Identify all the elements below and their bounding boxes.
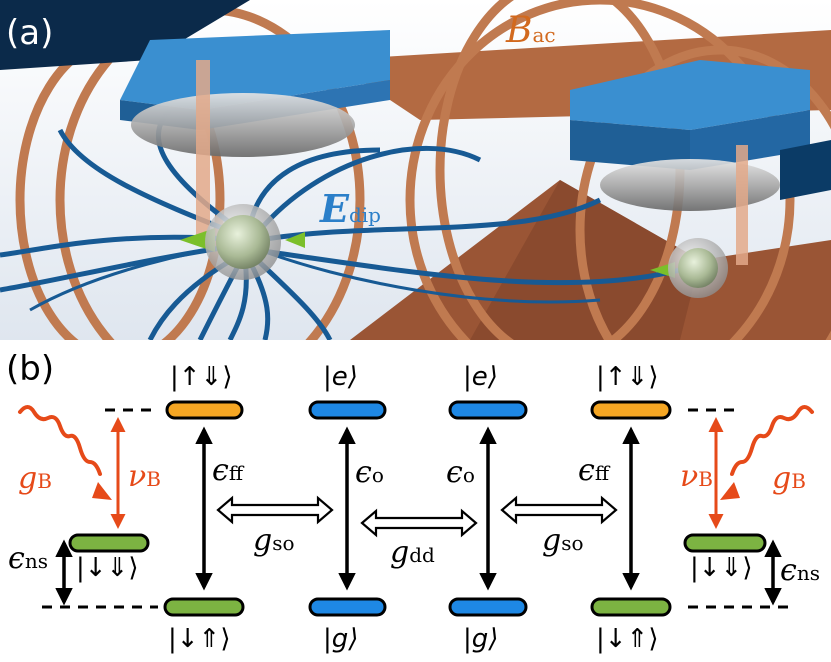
ket-g-right: |g⟩ (463, 624, 498, 654)
level-g-left (308, 597, 387, 617)
label-eps-o-left: ϵo (355, 455, 384, 490)
ket-down-up-right: |↓⇑⟩ (596, 624, 658, 654)
panel-b-energy-diagram: (b) (6, 349, 820, 654)
label-g-dd: gdd (390, 535, 435, 570)
wavy-drive-right (730, 405, 814, 476)
label-eps-ff-right: ϵff (578, 453, 611, 488)
e-dip-label: Edip (319, 186, 381, 231)
label-eps-o-right: ϵo (446, 455, 475, 490)
level-up-down-right (590, 400, 672, 420)
wavy-arrowhead-left (92, 482, 112, 500)
ket-up-down-right: |↑⇓⟩ (596, 362, 658, 392)
label-g-b-right: gB (772, 461, 806, 496)
label-g-so-left: gso (253, 523, 295, 558)
level-down-down-right (683, 533, 767, 553)
ket-up-down-left: |↑⇓⟩ (170, 362, 232, 392)
arrow-g-dd (360, 508, 478, 538)
ket-down-down-left: |↓⇓⟩ (76, 553, 138, 583)
panel-a-illustration: (a) Bac Edip (0, 0, 831, 340)
panel-a-label: (a) (6, 13, 53, 53)
ket-g-left: |g⟩ (323, 624, 358, 654)
label-nu-b-right: νB (680, 459, 713, 494)
label-nu-b-left: νB (128, 459, 161, 494)
wavy-drive-left (18, 405, 102, 476)
label-eps-ns-left: ϵns (8, 541, 48, 576)
level-down-down-left (68, 533, 150, 553)
label-g-b-left: gB (18, 461, 52, 496)
b-ac-label: Bac (505, 10, 556, 51)
level-e-right (448, 400, 528, 420)
label-eps-ff-left: ϵff (212, 453, 245, 488)
arrow-g-so-left (216, 495, 334, 525)
ket-down-up-left: |↓⇑⟩ (168, 624, 230, 654)
level-down-up-left (163, 597, 245, 617)
arrow-g-so-right (500, 495, 618, 525)
level-up-down-left (165, 400, 244, 420)
ket-e-left: |e⟩ (323, 362, 358, 392)
ket-e-right: |e⟩ (463, 362, 498, 392)
level-down-up-right (590, 597, 672, 617)
label-eps-ns-right: ϵns (780, 553, 820, 588)
level-g-right (448, 597, 528, 617)
label-g-so-right: gso (542, 523, 584, 558)
ket-down-down-right: |↓⇓⟩ (690, 553, 752, 583)
wavy-arrowhead-right (720, 482, 740, 500)
level-e-left (308, 400, 387, 420)
panel-b-label: (b) (6, 349, 54, 389)
